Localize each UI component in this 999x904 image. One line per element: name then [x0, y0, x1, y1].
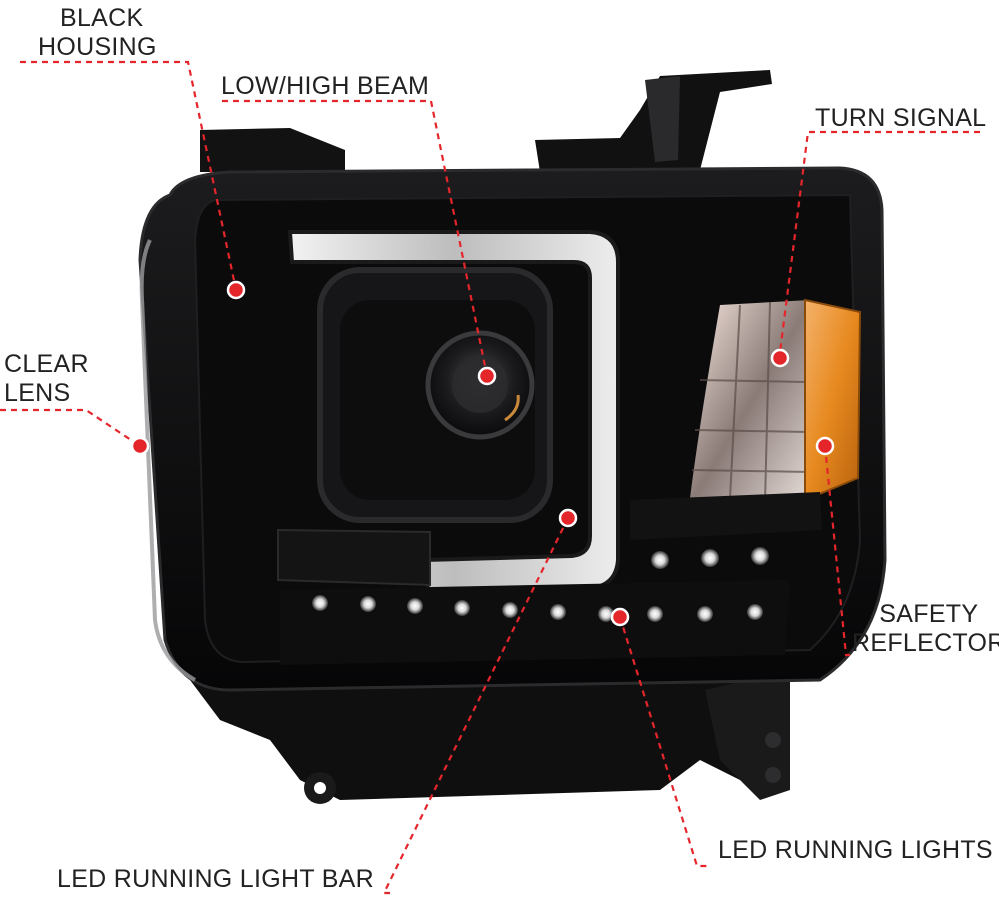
label-safety-reflector: SAFETY REFLECTOR: [852, 600, 999, 657]
lower-housing: [190, 660, 790, 804]
callout-dot-low-high-beam: [477, 366, 497, 386]
label-clear-lens: CLEAR LENS: [4, 350, 89, 407]
callout-dot-safety-reflector: [815, 436, 835, 456]
label-low-high-beam: LOW/HIGH BEAM: [221, 72, 430, 100]
label-black-housing: BLACK HOUSING: [38, 4, 157, 61]
label-turn-signal: TURN SIGNAL: [815, 104, 987, 132]
callout-lines: [0, 60, 980, 895]
projector-housing: [317, 267, 553, 523]
callout-dot-black-housing: [226, 280, 246, 300]
callout-dot-led-running-lights: [610, 607, 630, 627]
safety-reflector: [804, 298, 862, 502]
callout-dot-led-running-light-bar: [558, 508, 578, 528]
callout-dots: [130, 280, 835, 627]
mounting-bracket: [200, 70, 772, 172]
callout-dot-turn-signal: [770, 348, 790, 368]
label-led-running-light-bar: LED RUNNING LIGHT BAR: [57, 865, 375, 893]
label-led-running-lights: LED RUNNING LIGHTS: [718, 836, 993, 864]
callout-dot-clear-lens: [130, 436, 150, 456]
led-running-lights: [312, 547, 769, 622]
clear-lens: [139, 239, 197, 682]
